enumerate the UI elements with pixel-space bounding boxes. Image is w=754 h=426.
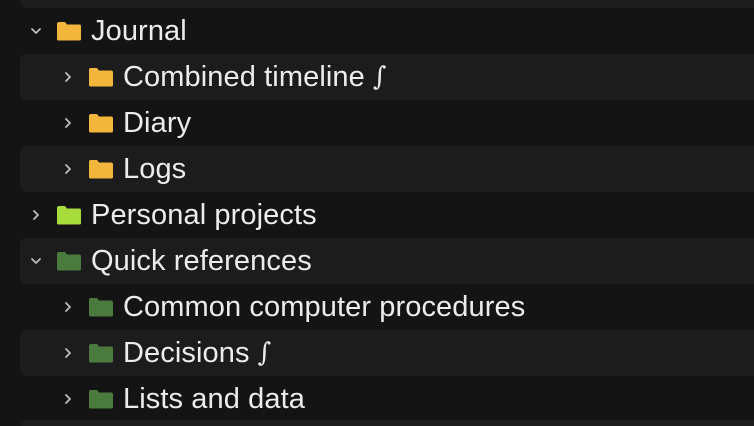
folder-icon xyxy=(88,389,114,409)
integral-badge: ∫ xyxy=(372,62,387,92)
tree-item-combined-timeline[interactable]: Combined timeline ∫ xyxy=(20,54,754,100)
tree-item-label: Quick references xyxy=(91,244,312,277)
chevron-right-icon[interactable] xyxy=(28,207,44,223)
folder-icon xyxy=(88,67,114,87)
tree-row-partial xyxy=(20,0,754,8)
tree-item-label: Diary xyxy=(123,106,192,139)
chevron-right-icon[interactable] xyxy=(60,391,76,407)
tree-item-label: Decisions xyxy=(123,336,250,369)
chevron-down-icon[interactable] xyxy=(28,253,44,269)
tree-item-label: Personal projects xyxy=(91,198,317,231)
chevron-right-icon[interactable] xyxy=(60,299,76,315)
tree-item-label: Combined timeline xyxy=(123,60,365,93)
chevron-right-icon[interactable] xyxy=(60,69,76,85)
tree-item-logs[interactable]: Logs xyxy=(20,146,754,192)
tree-row-partial xyxy=(20,420,754,426)
folder-icon xyxy=(56,21,82,41)
folder-icon xyxy=(88,343,114,363)
tree-item-label: Journal xyxy=(91,14,187,47)
tree-item-quick-references[interactable]: Quick references xyxy=(20,238,754,284)
folder-icon xyxy=(88,113,114,133)
tree-item-common-computer-procedures[interactable]: Common computer procedures xyxy=(20,284,754,330)
tree-item-lists-and-data[interactable]: Lists and data xyxy=(20,376,754,422)
integral-badge: ∫ xyxy=(257,338,272,368)
tree-item-personal-projects[interactable]: Personal projects xyxy=(20,192,754,238)
tree-item-decisions[interactable]: Decisions ∫ xyxy=(20,330,754,376)
folder-icon xyxy=(56,205,82,225)
tree-item-label: Lists and data xyxy=(123,382,305,415)
folder-icon xyxy=(88,159,114,179)
chevron-right-icon[interactable] xyxy=(60,115,76,131)
folder-icon xyxy=(56,251,82,271)
chevron-right-icon[interactable] xyxy=(60,161,76,177)
tree-item-label: Logs xyxy=(123,152,187,185)
tree-item-journal[interactable]: Journal xyxy=(20,8,754,54)
folder-icon xyxy=(88,297,114,317)
chevron-right-icon[interactable] xyxy=(60,345,76,361)
tree-item-label: Common computer procedures xyxy=(123,290,526,323)
chevron-down-icon[interactable] xyxy=(28,23,44,39)
tree-item-diary[interactable]: Diary xyxy=(20,100,754,146)
